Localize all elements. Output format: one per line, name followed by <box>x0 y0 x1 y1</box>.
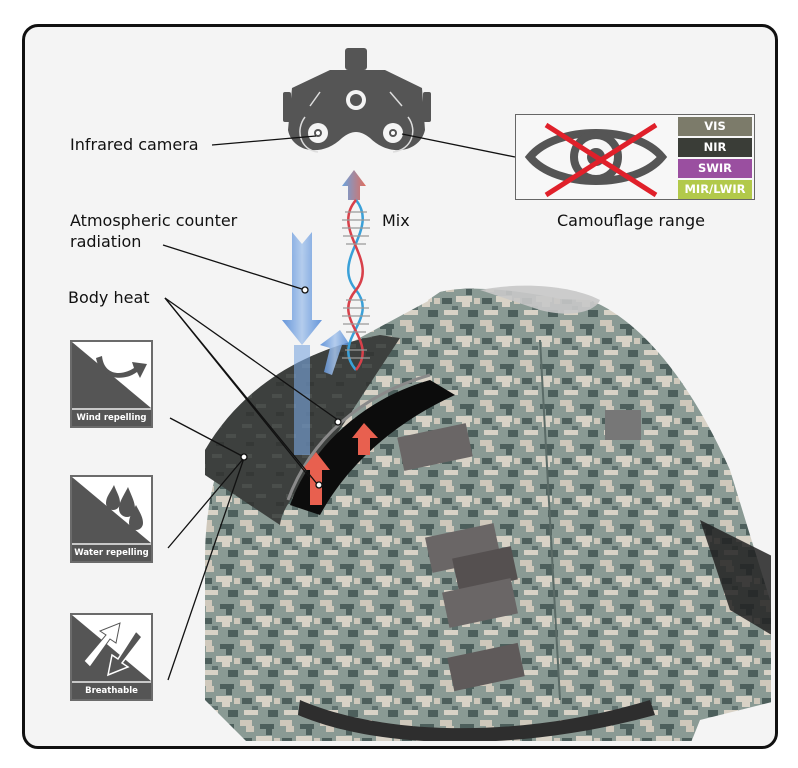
dna-helix-icon <box>342 199 370 371</box>
water-repelling-caption: Water repelling <box>72 543 151 561</box>
leader-lines <box>162 133 516 681</box>
infrared-camera-icon <box>283 48 431 153</box>
band-vis: VIS <box>678 117 752 136</box>
mix-arrow <box>342 170 366 200</box>
wind-repelling-icon <box>72 342 151 408</box>
band-swir: SWIR <box>678 159 752 178</box>
label-camouflage-range: Camouflage range <box>557 211 705 230</box>
water-repelling-icon <box>72 477 151 543</box>
body-heat-arrows <box>302 423 378 505</box>
water-repelling-card: Water repelling <box>70 475 153 563</box>
label-atmospheric-line1: Atmospheric counter <box>70 211 238 230</box>
wind-repelling-card: Wind repelling <box>70 340 153 428</box>
wind-repelling-caption: Wind repelling <box>72 408 151 426</box>
camouflage-jacket <box>205 285 771 741</box>
camouflage-range-box: VIS NIR SWIR MIR/LWIR <box>515 114 755 200</box>
label-body-heat: Body heat <box>68 288 150 307</box>
breathable-caption: Breathable <box>72 681 151 699</box>
leader-endpoints <box>240 286 342 489</box>
band-mir-lwir: MIR/LWIR <box>678 180 752 199</box>
label-atmospheric-line2: radiation <box>70 232 142 251</box>
label-mix: Mix <box>382 211 410 230</box>
spectrum-band-list: VIS NIR SWIR MIR/LWIR <box>678 117 752 201</box>
label-infrared-camera: Infrared camera <box>70 135 199 154</box>
band-nir: NIR <box>678 138 752 157</box>
breathable-card: Breathable <box>70 613 153 701</box>
breathable-icon <box>72 615 151 681</box>
crossed-eye-icon <box>524 122 668 198</box>
